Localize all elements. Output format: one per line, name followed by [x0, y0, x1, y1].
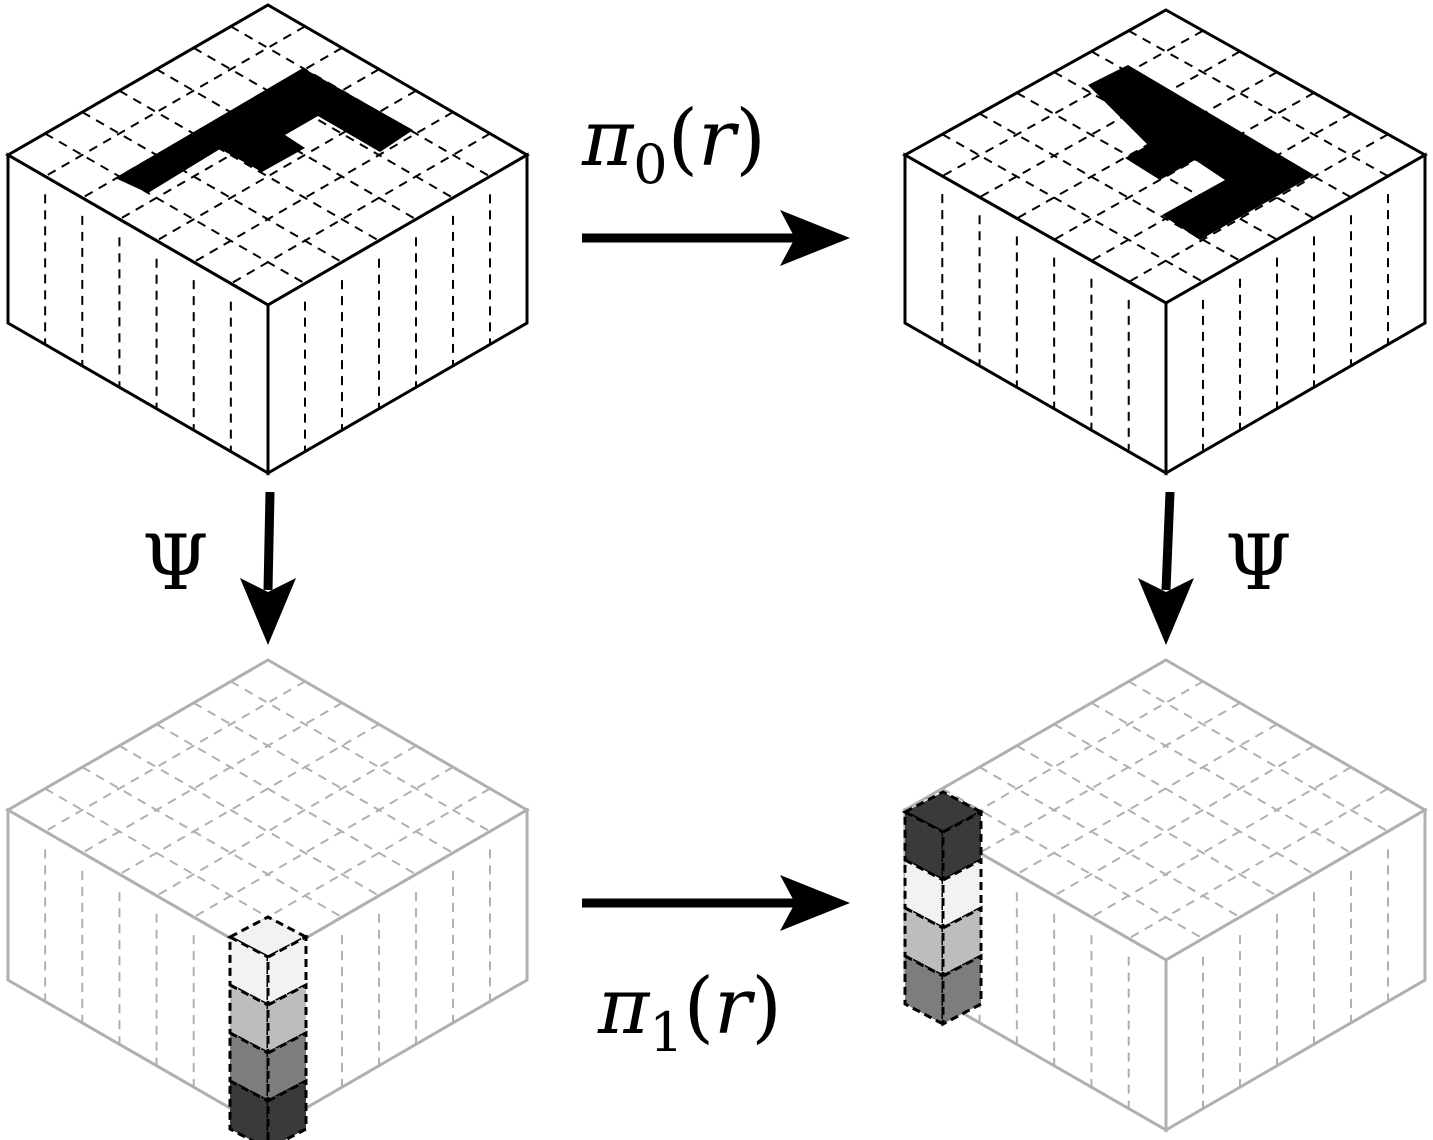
- input-f-shape: [115, 68, 413, 193]
- pi0-open-paren: (: [667, 94, 699, 184]
- arrow-psi-left: [240, 491, 296, 645]
- grid-line-top: [1016, 71, 1278, 220]
- transformed-fiber-column: [901, 790, 985, 1027]
- arrow-pi0: [582, 210, 850, 266]
- grid-line-top: [44, 680, 306, 833]
- grid-line-top: [1128, 680, 1389, 833]
- grid-line-top: [941, 133, 1204, 283]
- grid-line-top: [979, 50, 1241, 199]
- pi0-close-paren: ): [735, 94, 766, 184]
- fiber-cell: [903, 809, 945, 883]
- feature-fiber-column: [226, 915, 310, 1140]
- pi0-arg: r: [698, 94, 736, 184]
- fiber-cell: [228, 982, 270, 1056]
- fiber-cell: [266, 1078, 308, 1140]
- pi1-open-paren: (: [683, 962, 715, 1052]
- pi1-close-paren: ): [751, 962, 782, 1052]
- fiber-cell: [941, 809, 983, 883]
- grid-line-top: [941, 787, 1204, 940]
- grid-line-top: [1016, 744, 1278, 897]
- arrow-psi-right: [1138, 491, 1194, 645]
- grid-line-top: [1053, 723, 1315, 876]
- pi1-index: 1: [649, 1001, 684, 1064]
- grid-line-top: [193, 111, 454, 264]
- grid-line-top: [156, 744, 417, 897]
- fiber-cell: [228, 934, 270, 1008]
- grid-line-top: [44, 25, 306, 178]
- grid-line-top: [230, 132, 491, 285]
- fiber-cell: [941, 905, 983, 979]
- grid-line-top: [118, 723, 380, 876]
- feature-cube-grid: [44, 680, 491, 1109]
- grid-line-top: [81, 111, 343, 264]
- grid-line-top: [230, 787, 491, 940]
- pi0-symbol: π: [582, 94, 634, 184]
- rotated-input-cube: [901, 8, 1429, 476]
- fiber-cell: [266, 1030, 308, 1104]
- pi1-label: π1(r): [598, 968, 782, 1060]
- grid-line-top: [118, 89, 380, 242]
- pi1-arg: r: [714, 962, 752, 1052]
- pi1-symbol: π: [598, 962, 650, 1052]
- grid-line-top: [118, 744, 380, 897]
- grid-line-top: [193, 46, 454, 199]
- transformed-cube-grid: [941, 680, 1389, 1109]
- psi-left-label: Ψ: [142, 518, 209, 607]
- grid-line-top: [1053, 744, 1315, 897]
- grid-line-top: [193, 766, 454, 919]
- grid-line-top: [81, 701, 343, 854]
- input-cube: [4, 3, 530, 476]
- grid-line-top: [1090, 701, 1352, 854]
- grid-line-top: [979, 112, 1241, 262]
- rotated-f-shape: [1088, 65, 1314, 240]
- grid-line-top: [941, 29, 1204, 178]
- pi0-label: π0(r): [582, 100, 766, 192]
- feature-cube: [4, 658, 530, 1140]
- pi0-index: 0: [633, 133, 668, 196]
- grid-line-top: [979, 766, 1241, 919]
- transformed-feature-cube: [901, 658, 1428, 1133]
- grid-line-top: [1090, 766, 1352, 919]
- grid-line-top: [1128, 29, 1389, 178]
- fiber-cell: [941, 857, 983, 931]
- arrow-pi1: [582, 875, 850, 931]
- grid-line-top: [193, 701, 454, 854]
- fiber-cell: [266, 982, 308, 1056]
- grid-line-top: [1128, 787, 1389, 940]
- fiber-cell: [941, 953, 983, 1027]
- grid-line-top: [156, 723, 417, 876]
- grid-line-top: [979, 701, 1241, 854]
- fiber-cell: [903, 905, 945, 979]
- psi-right-label: Ψ: [1225, 518, 1292, 607]
- grid-line-top: [1128, 133, 1389, 283]
- fiber-cell: [903, 953, 945, 1027]
- grid-line-top: [44, 787, 306, 940]
- fiber-cell: [228, 1030, 270, 1104]
- grid-line-top: [941, 680, 1204, 833]
- fiber-cell: [903, 857, 945, 931]
- fiber-cell: [228, 1078, 270, 1140]
- grid-line-top: [44, 132, 306, 285]
- grid-line-top: [81, 766, 343, 919]
- grid-line-top: [1016, 723, 1278, 876]
- grid-line-top: [230, 680, 491, 833]
- fiber-cell: [266, 934, 308, 1008]
